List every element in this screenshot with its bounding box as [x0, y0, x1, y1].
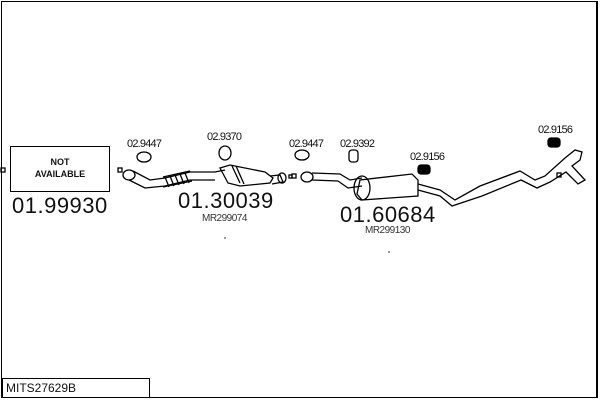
- accessory-number[interactable]: 02.9447: [289, 138, 324, 150]
- gasket-icon: [294, 149, 310, 161]
- accessory-number[interactable]: 02.9156: [410, 151, 445, 163]
- oe-number: MR299130: [365, 225, 410, 236]
- accessory-number[interactable]: 02.9156: [538, 124, 573, 136]
- accessory-number[interactable]: 02.9447: [127, 138, 162, 150]
- front-pipe-catalyst: [122, 164, 293, 189]
- accessory-number[interactable]: 02.9392: [340, 138, 375, 150]
- hanger-icon: [547, 137, 561, 148]
- connector-marker: [117, 167, 123, 173]
- connector-marker: [0, 167, 6, 173]
- gasket-icon: [136, 151, 152, 163]
- part-number[interactable]: 01.60684: [340, 202, 436, 227]
- part-number[interactable]: 01.99930: [12, 193, 108, 218]
- gasket-icon: [218, 145, 232, 161]
- accessory-number[interactable]: 02.9370: [207, 131, 242, 143]
- clamp-icon: [348, 149, 359, 163]
- diagram-code: MITS27629B: [2, 378, 150, 398]
- oe-number: MR299074: [202, 213, 247, 224]
- rear-silencer: [291, 149, 587, 207]
- hanger-icon: [417, 164, 431, 175]
- part-number[interactable]: 01.30039: [178, 188, 274, 213]
